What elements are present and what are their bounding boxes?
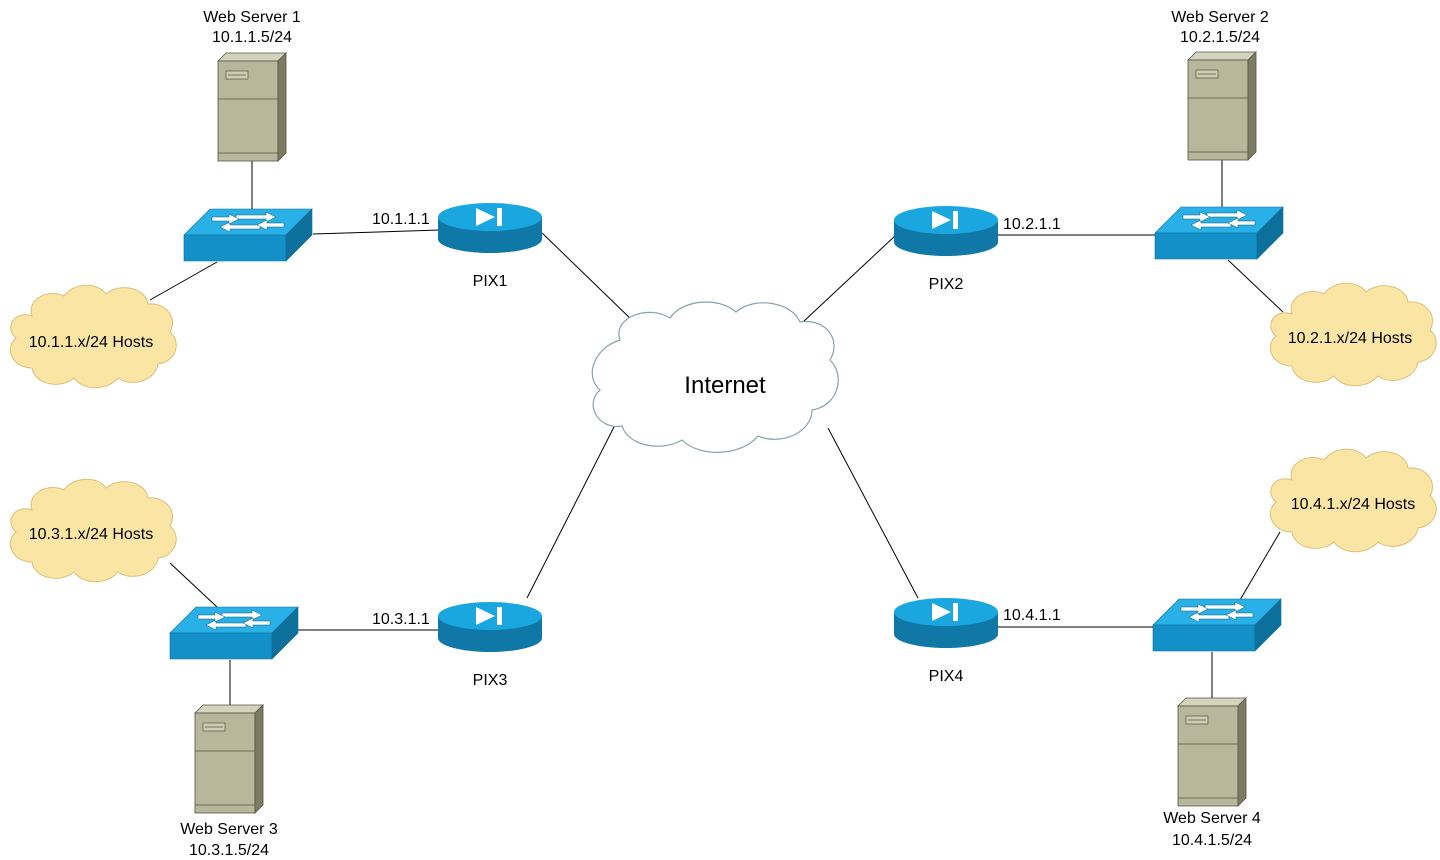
switch4-icon[interactable] [1152,598,1282,652]
server4-ip: 10.4.1.5/24 [1172,832,1252,849]
pix4-label: PIX4 [929,668,964,685]
pix2-router[interactable]: PIX2 10.2.1.1 [894,206,1061,293]
server2-ip: 10.2.1.5/24 [1180,29,1260,46]
pix1-ip: 10.1.1.1 [372,211,430,228]
pix3-ip: 10.3.1.1 [372,611,430,628]
switch2-icon[interactable] [1154,206,1284,260]
web-server-2[interactable]: Web Server 2 10.2.1.5/24 [1171,9,1269,161]
pix2-label: PIX2 [929,276,964,293]
link-switch2-hosts2 [1227,259,1284,313]
web-server-1[interactable]: Web Server 1 10.1.1.5/24 [203,9,301,162]
pix2-ip: 10.2.1.1 [1003,216,1061,233]
link-hosts4-switch4 [1239,531,1281,601]
hosts2-label: 10.2.1.x/24 Hosts [1288,330,1413,347]
pix1-router[interactable]: PIX1 10.1.1.1 [372,203,542,290]
web-server-4[interactable]: Web Server 4 10.4.1.5/24 [1163,697,1261,849]
pix4-ip: 10.4.1.1 [1003,607,1061,624]
firewall-icon [894,598,998,648]
pix1-label: PIX1 [473,273,508,290]
server1-ip: 10.1.1.5/24 [212,29,292,46]
link-pix3-internet [526,424,616,599]
link-pix2-internet [802,234,897,323]
link-pix1-internet [539,230,635,323]
hosts-2[interactable]: 10.2.1.x/24 Hosts [1269,282,1437,387]
firewall-icon [894,206,998,256]
server-icon [217,52,287,162]
internet-label: Internet [684,372,766,399]
hosts-4[interactable]: 10.4.1.x/24 Hosts [1269,448,1437,553]
link-hosts3-switch3 [169,562,218,608]
hosts-3[interactable]: 10.3.1.x/24 Hosts [9,478,177,583]
pix3-router[interactable]: PIX3 10.3.1.1 [372,602,542,689]
hosts1-label: 10.1.1.x/24 Hosts [29,334,154,351]
server3-ip: 10.3.1.5/24 [189,842,269,859]
server-icon [194,704,264,814]
server-icon [1187,51,1257,161]
firewall-icon [438,203,542,253]
server1-name: Web Server 1 [203,9,301,26]
hosts-1[interactable]: 10.1.1.x/24 Hosts [9,284,177,389]
hosts4-label: 10.4.1.x/24 Hosts [1291,496,1416,513]
hosts3-label: 10.3.1.x/24 Hosts [29,526,154,543]
link-switch1-pix1 [312,229,441,235]
server-icon [1177,697,1247,807]
web-server-3[interactable]: Web Server 3 10.3.1.5/24 [180,704,278,859]
server3-name: Web Server 3 [180,821,278,838]
pix4-router[interactable]: PIX4 10.4.1.1 [894,598,1061,685]
firewall-icon [438,602,542,652]
link-pix4-internet [827,427,919,599]
links [149,160,1284,705]
switch1-icon[interactable] [183,208,313,262]
internet-cloud: Internet [591,301,839,453]
switch3-icon[interactable] [169,606,299,660]
server4-name: Web Server 4 [1163,810,1261,827]
pix3-label: PIX3 [473,672,508,689]
link-switch1-hosts1 [149,261,218,301]
server2-name: Web Server 2 [1171,9,1269,26]
